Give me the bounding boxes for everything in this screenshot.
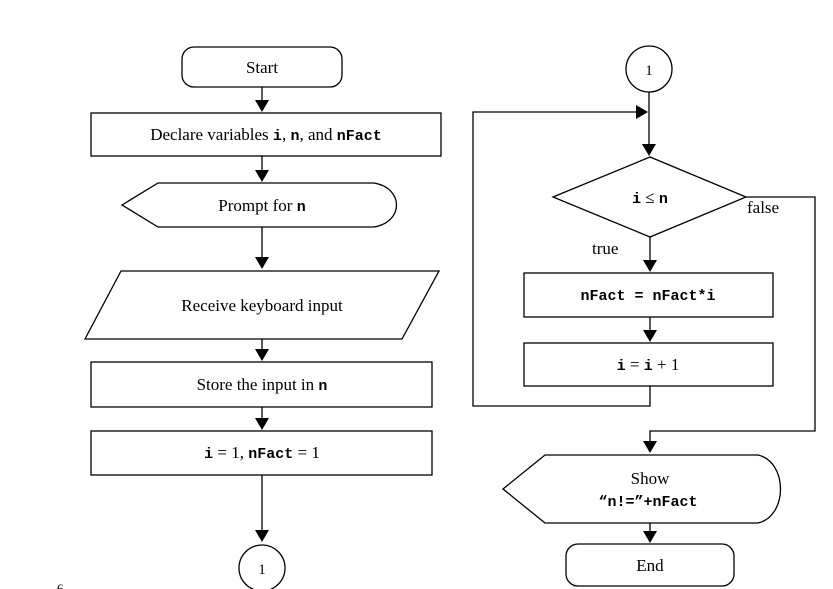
start-terminal: Start [181,46,343,88]
arrow-init-to-connector [255,475,269,542]
connector-1-bottom-label: 1 [258,562,266,578]
declare-variables-process: Declare variables i, n, and nFact [90,112,442,157]
connector-1-top-label: 1 [645,63,653,79]
multiply-process: nFact = nFact*i [523,272,774,318]
store-input-label: Store the input in n [197,375,328,395]
end-terminal: End [565,543,735,587]
arrow-receive-to-store [255,339,269,361]
arrow-store-to-init [255,407,269,430]
arrow-connector-to-decision [642,92,656,156]
init-variables-process: i = 1, nFact = 1 [90,430,433,476]
increment-label: i = i + 1 [617,355,680,375]
show-expression: “n!=”+nFact [598,494,697,511]
false-branch-line [643,196,816,453]
prompt-display: Prompt for n [120,182,398,228]
increment-process: i = i + 1 [523,342,774,387]
receive-input-label: Receive keyboard input [181,296,343,315]
false-branch-label: false [747,198,779,217]
start-label: Start [246,58,278,77]
connector-1-bottom: 1 [238,544,286,589]
arrow-start-to-declare [255,87,269,112]
arrow-show-to-end [643,523,657,543]
store-input-process: Store the input in n [90,361,433,408]
prompt-label: Prompt for n [218,196,305,216]
receive-input-io: Receive keyboard input [83,270,441,340]
declare-variables-label: Declare variables i, n, and nFact [150,125,382,145]
multiply-label: nFact = nFact*i [580,288,715,305]
loop-condition-label: i ≤ n [632,188,668,208]
true-branch-label: true [592,239,618,258]
arrow-multiply-to-increment [643,317,657,342]
init-variables-label: i = 1, nFact = 1 [204,443,320,463]
arrow-prompt-to-receive [255,227,269,269]
arrow-decision-to-multiply [643,237,657,272]
show-label: Show [631,469,670,488]
loop-back-line [472,105,651,407]
connector-1-top: 1 [625,45,673,93]
end-label: End [636,556,664,575]
loop-condition-decision: i ≤ n [551,156,748,238]
arrow-declare-to-prompt [255,156,269,182]
show-result-display: Show “n!=”+nFact [501,454,781,524]
page-fragment-text: 6 [57,581,64,589]
